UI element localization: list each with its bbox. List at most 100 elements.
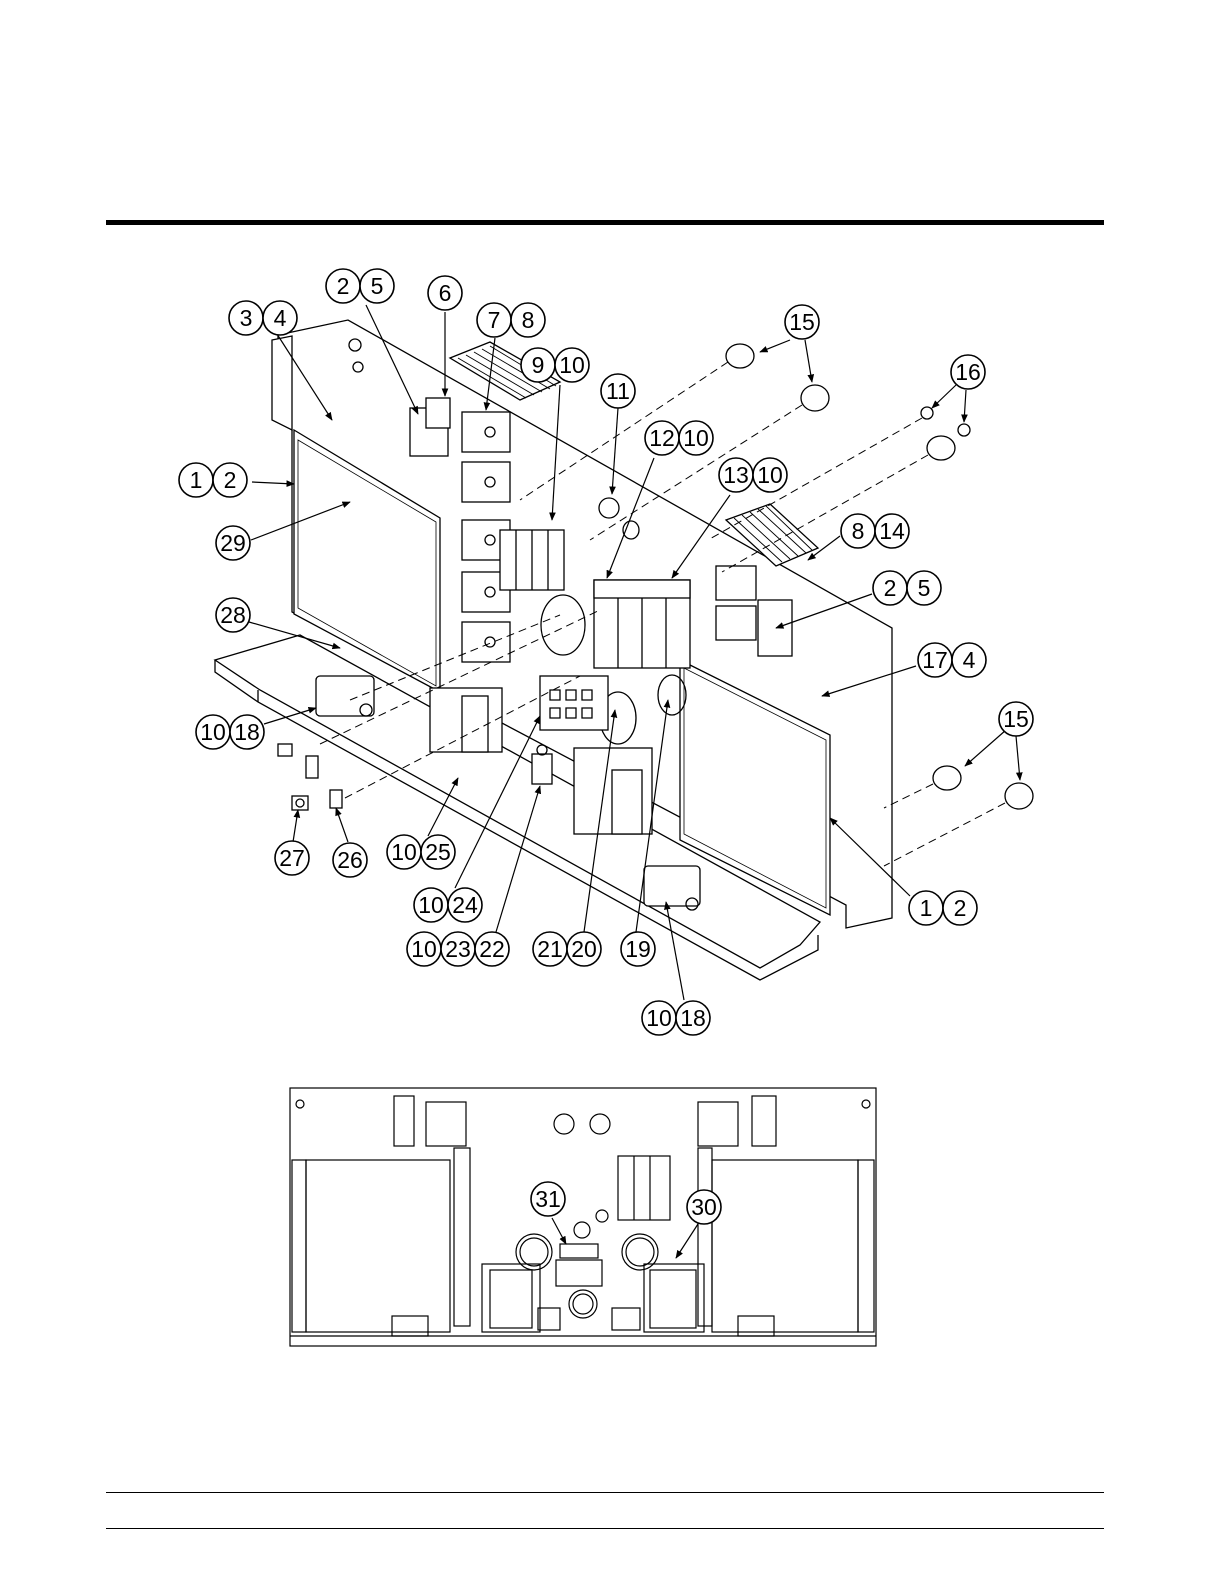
callout-10-24: 10 24 xyxy=(414,888,482,922)
callout-15: 15 xyxy=(785,305,819,339)
contactor-main xyxy=(594,580,690,668)
contactor-left xyxy=(500,530,564,590)
callout-number: 31 xyxy=(535,1186,561,1212)
callout-number: 21 xyxy=(537,936,563,962)
back-panel-flange xyxy=(272,336,292,430)
screw-upper xyxy=(278,744,292,756)
callout-26: 26 xyxy=(333,843,367,877)
isometric-assembly-view xyxy=(215,320,1033,980)
terminal-strip xyxy=(540,676,608,730)
callout-27: 27 xyxy=(275,841,309,875)
callout-10-18: 10 18 xyxy=(642,1001,710,1035)
callout-12-10: 12 10 xyxy=(645,421,713,455)
callout-number: 11 xyxy=(606,378,630,404)
callout-number: 8 xyxy=(852,518,865,544)
callout-number: 15 xyxy=(789,309,815,335)
callout-number: 18 xyxy=(680,1005,706,1031)
callout-10-18: 10 18 xyxy=(196,715,264,749)
bushing-lower-1 xyxy=(933,766,961,790)
callout-31: 31 xyxy=(531,1182,565,1216)
nut-16a xyxy=(921,407,933,419)
callout-number: 27 xyxy=(279,845,305,871)
callout-number: 10 xyxy=(200,719,226,745)
bracket-26 xyxy=(330,790,342,808)
callout-13-10: 13 10 xyxy=(719,458,787,492)
callout-number: 22 xyxy=(479,936,505,962)
callout-number: 9 xyxy=(532,352,545,378)
callout-10-23-22: 10 23 22 xyxy=(407,932,509,966)
callout-number: 28 xyxy=(220,602,246,628)
callout-1-2: 12 xyxy=(179,463,247,497)
callout-number: 6 xyxy=(439,280,452,306)
callout-8-14: 8 14 xyxy=(841,514,909,548)
callout-number: 1 xyxy=(190,467,203,493)
bushing-top-1 xyxy=(726,344,754,368)
callout-number: 29 xyxy=(220,530,246,556)
callout-number: 1 xyxy=(920,895,933,921)
bracket-upper xyxy=(306,756,318,778)
callout-number: 10 xyxy=(418,892,444,918)
front-elevation-view xyxy=(290,1088,876,1346)
callout-number: 2 xyxy=(884,575,897,601)
callout-number: 20 xyxy=(571,936,597,962)
callout-30: 30 xyxy=(687,1190,721,1224)
callout-15: 15 xyxy=(999,702,1033,736)
callout-number: 10 xyxy=(391,839,417,865)
bushing-top-2 xyxy=(801,385,829,411)
callout-number: 10 xyxy=(757,462,783,488)
callout-number: 2 xyxy=(224,467,237,493)
screw-27 xyxy=(292,796,308,810)
callout-number: 30 xyxy=(691,1194,717,1220)
callout-number: 13 xyxy=(723,462,749,488)
callout-number: 4 xyxy=(274,305,287,331)
callout-number: 10 xyxy=(646,1005,672,1031)
nut-16b xyxy=(958,424,970,436)
callout-28: 28 xyxy=(216,598,250,632)
callout-3-4: 34 xyxy=(229,301,297,335)
callout-16: 16 xyxy=(951,355,985,389)
callout-number: 19 xyxy=(625,936,651,962)
callout-number: 3 xyxy=(240,305,253,331)
callout-19: 19 xyxy=(621,932,655,966)
callout-number: 10 xyxy=(559,352,585,378)
callout-number: 23 xyxy=(445,936,471,962)
callout-number: 5 xyxy=(918,575,931,601)
line-filter-left xyxy=(316,676,374,716)
callout-number: 10 xyxy=(411,936,437,962)
callout-number: 12 xyxy=(649,425,675,451)
callout-21-20: 21 20 xyxy=(533,932,601,966)
callout-number: 2 xyxy=(954,895,967,921)
callout-number: 25 xyxy=(425,839,451,865)
toggle-switch xyxy=(532,745,552,784)
bushing-lower-2 xyxy=(1005,783,1033,809)
callout-2-5: 25 xyxy=(873,571,941,605)
callout-10-25: 10 25 xyxy=(387,835,455,869)
front-panel-outline xyxy=(290,1088,876,1346)
callout-number: 5 xyxy=(371,273,384,299)
callout-number: 2 xyxy=(337,273,350,299)
callout-number: 26 xyxy=(337,847,363,873)
callout-number: 18 xyxy=(234,719,260,745)
callout-number: 10 xyxy=(683,425,709,451)
callout-number: 7 xyxy=(488,307,501,333)
bushing-mid xyxy=(927,436,955,460)
callout-11: 11 xyxy=(601,374,635,408)
callout-number: 16 xyxy=(955,359,981,385)
callout-number: 15 xyxy=(1003,706,1029,732)
callout-number: 24 xyxy=(452,892,478,918)
callout-6: 6 xyxy=(428,276,462,310)
transformer-right xyxy=(574,748,652,834)
callout-17-4: 17 4 xyxy=(918,643,986,677)
callout-29: 29 xyxy=(216,526,250,560)
callout-9-10: 9 10 xyxy=(521,348,589,382)
callout-number: 17 xyxy=(922,647,948,673)
callout-number: 14 xyxy=(879,518,905,544)
line-filter-right xyxy=(644,866,700,910)
callout-number: 4 xyxy=(963,647,976,673)
transformer-left xyxy=(430,688,502,752)
callout-number: 8 xyxy=(522,307,535,333)
